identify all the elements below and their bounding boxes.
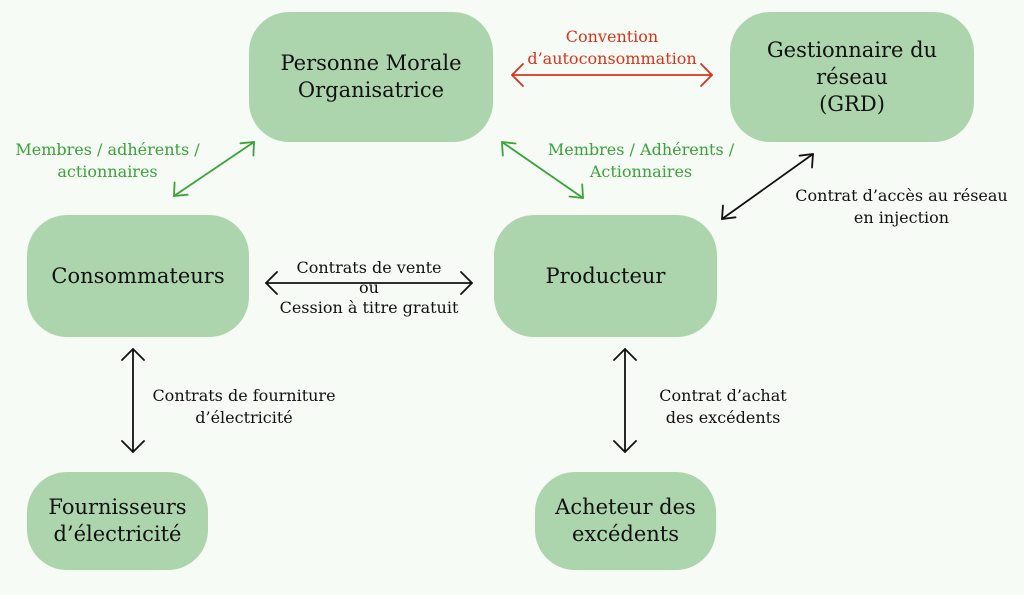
- node-label-line: excédents: [571, 522, 680, 546]
- edge-label-line: Contrats de vente: [296, 258, 442, 277]
- node-producteur: Producteur: [494, 215, 717, 337]
- edge-label-line: Cession à titre gratuit: [279, 298, 459, 317]
- node-gestionnaire-reseau: Gestionnaire du réseau (GRD): [730, 12, 974, 142]
- edge-label-line: Contrat d’accès au réseau: [795, 186, 1008, 205]
- edge-label-line: des excédents: [665, 408, 781, 427]
- surplus-purchase-arrow: [613, 348, 637, 453]
- node-label-line: Producteur: [545, 263, 666, 288]
- node-acheteur-excedents: Acheteur des excédents: [535, 472, 716, 570]
- node-label-line: Organisatrice: [297, 78, 445, 102]
- edge-label-line: Convention: [565, 27, 659, 46]
- node-label-line: Fournisseurs: [48, 495, 187, 519]
- supply-contract-arrow: [121, 348, 145, 453]
- node-label-line: Acheteur des: [555, 495, 696, 519]
- label-membres-producteur: Membres / Adhérents / Actionnaires: [536, 139, 746, 183]
- node-personne-morale-organisatrice: Personne Morale Organisatrice: [249, 12, 493, 142]
- node-label-line: d’électricité: [53, 522, 182, 546]
- label-achat: Contrat d’achat des excédents: [648, 385, 798, 429]
- edge-label-line: Actionnaires: [589, 162, 693, 181]
- edge-label-line: d’électricité: [195, 408, 293, 427]
- node-consommateurs: Consommateurs: [27, 215, 249, 337]
- edge-label-line: actionnaires: [57, 162, 158, 181]
- grid-access-arrow: [721, 153, 814, 220]
- label-contrats-vente: Contrats de vente ou Cession à titre gra…: [268, 258, 470, 318]
- edge-label-line: d’autoconsommation: [527, 49, 697, 68]
- node-label-line: Consommateurs: [51, 263, 225, 288]
- label-convention: Convention d’autoconsommation: [512, 26, 712, 70]
- node-label-line: Gestionnaire du réseau: [766, 37, 938, 89]
- edge-label-line: Membres / adhérents /: [15, 140, 200, 159]
- membership-arrow-consommateurs: [173, 141, 255, 197]
- sale-contract-arrow: [265, 271, 473, 295]
- edge-label-line: ou: [359, 278, 379, 297]
- convention-arrow: [511, 63, 713, 87]
- edge-label-line: Contrat d’achat: [659, 386, 787, 405]
- node-label-line: (GRD): [819, 91, 885, 116]
- membership-arrow-producteur: [501, 141, 584, 199]
- label-membres-consommateurs: Membres / adhérents / actionnaires: [5, 139, 210, 183]
- label-fourniture: Contrats de fourniture d’électricité: [143, 385, 345, 429]
- edge-label-line: en injection: [853, 208, 950, 227]
- node-fournisseurs-electricite: Fournisseurs d’électricité: [27, 472, 208, 570]
- edge-label-line: Membres / Adhérents /: [547, 140, 735, 159]
- label-acces-reseau: Contrat d’accès au réseau en injection: [789, 185, 1014, 229]
- edge-label-line: Contrats de fourniture: [152, 386, 336, 405]
- node-label-line: Personne Morale: [280, 51, 462, 75]
